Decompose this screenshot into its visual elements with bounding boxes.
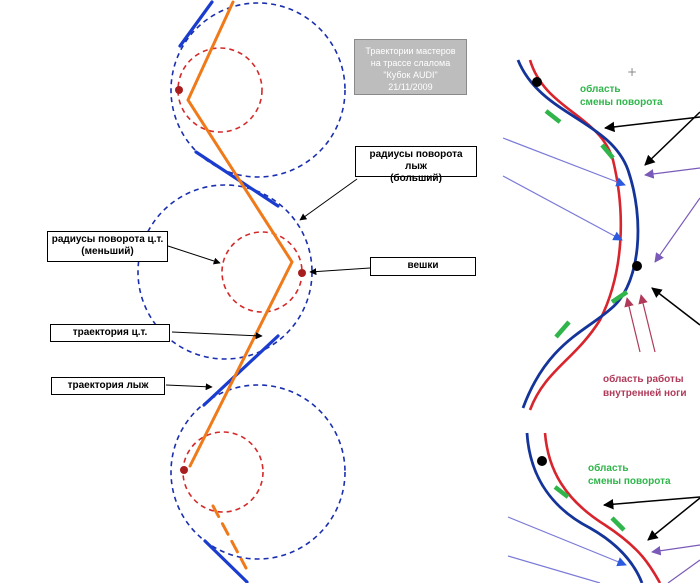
cm-trajectory-dashed [211,504,248,570]
label-cm-trajectory-text: траектория ц.т. [72,327,148,338]
purple-arrow-2 [654,197,700,263]
right-red-curve-bottom [543,432,662,583]
right-blue-curve-top [516,59,640,409]
title-box: Траектории мастеров на трассе слалома "К… [354,39,467,95]
turn-change-bottom-line2: смены поворота [588,476,671,487]
cm-trajectory-path [186,0,294,468]
label-cm-radius-line1: радиусы поворота ц.т. [51,234,164,245]
right-panel-top-bg [500,40,700,410]
right-blue-arrows-top [502,137,626,241]
label-ski-trajectory: траектория лыж [51,377,165,395]
label-gates: вешки [370,257,476,276]
label-ski-radius: радиусы поворота лыж (больший) [355,146,477,184]
right-green-marks-top [544,109,629,339]
turn-change-top-line2: смены поворота [580,97,663,108]
right-gate-bottom-1 [537,456,547,466]
title-line-3: "Кубок AUDI" [383,70,438,80]
title-line-1: Траектории мастеров [365,46,456,56]
title-line-4: 21/11/2009 [388,82,433,92]
green-mark-4 [554,320,571,339]
right-gate-top-1 [532,77,542,87]
black-arrow-5 [647,497,700,541]
lavender-arrow-4 [507,555,601,583]
green-mark-5 [553,485,570,499]
purple-arrow-1 [644,167,700,179]
inner-circle-bottom [182,431,264,513]
crosshair-icon: + [627,65,637,79]
lavender-arrow-1 [502,137,626,187]
inner-leg-line2: внутренней ноги [603,388,686,399]
lavender-arrow-2 [502,175,623,241]
inner-circle-middle [221,231,303,313]
left-pointers [165,178,371,391]
green-mark-6 [610,516,626,532]
maroon-arrow-2 [638,294,656,353]
gate-top [175,86,183,94]
black-arrow-2 [644,111,700,166]
purple-arrow-4 [667,559,700,583]
green-mark-3 [610,290,629,304]
right-purple-arrows-top [644,167,700,263]
green-mark-1 [544,109,562,124]
pointer-cm-radius [167,245,221,265]
outer-circle-top [170,2,346,178]
turn-change-top-line1: область [580,83,621,95]
black-arrow-1 [603,116,700,133]
lavender-arrow-3 [507,516,627,567]
label-ski-radius-line1: радиусы поворота лыж [369,149,463,172]
pointer-cm-trajectory [171,331,263,340]
right-green-marks-bottom [553,485,626,532]
ski-segment-3 [202,334,280,407]
ski-segment-4 [203,539,249,583]
label-cm-radius: радиусы поворота ц.т. (меньший) [47,231,168,262]
gate-bottom [180,466,188,474]
pointer-gates [309,267,371,276]
gates [175,86,306,474]
title-line-2: на трассе слалома [370,58,451,68]
right-panel-bottom-bg [500,430,700,583]
cm-trajectory-lines [186,0,294,570]
purple-arrow-3 [651,544,700,556]
turn-change-bottom-line1: область [588,462,629,474]
label-cm-trajectory: траектория ц.т. [50,324,170,342]
label-ski-trajectory-text: траектория лыж [67,380,149,391]
pointer-ski-trajectory [165,383,213,391]
gate-middle [298,269,306,277]
label-gates-text: вешки [407,260,439,271]
right-purple-arrows-bottom [651,544,700,583]
right-black-arrows-bottom [602,496,700,541]
label-cm-radius-line2: (меньший) [81,246,134,257]
right-maroon-arrows [624,294,656,353]
turn-circles [137,2,346,560]
black-arrow-3 [651,287,700,326]
green-mark-2 [600,143,615,160]
maroon-arrow-1 [624,297,641,353]
right-black-arrows-top [603,111,700,326]
outer-circle-bottom [170,384,346,560]
inner-leg-line1: область работы [603,373,683,385]
inner-circle-top [177,47,263,133]
right-panel-top: + область смены поворота область работы … [500,40,700,411]
pointer-ski-radius [299,178,358,221]
black-arrow-4 [602,496,700,510]
label-ski-radius-line2: (больший) [390,173,442,184]
right-blue-curve-bottom [525,432,644,583]
ski-segment-1 [178,0,214,48]
right-blue-arrows-bottom [507,516,627,583]
right-panel-bottom: область смены поворота [500,430,700,583]
right-gate-top-2 [632,261,642,271]
